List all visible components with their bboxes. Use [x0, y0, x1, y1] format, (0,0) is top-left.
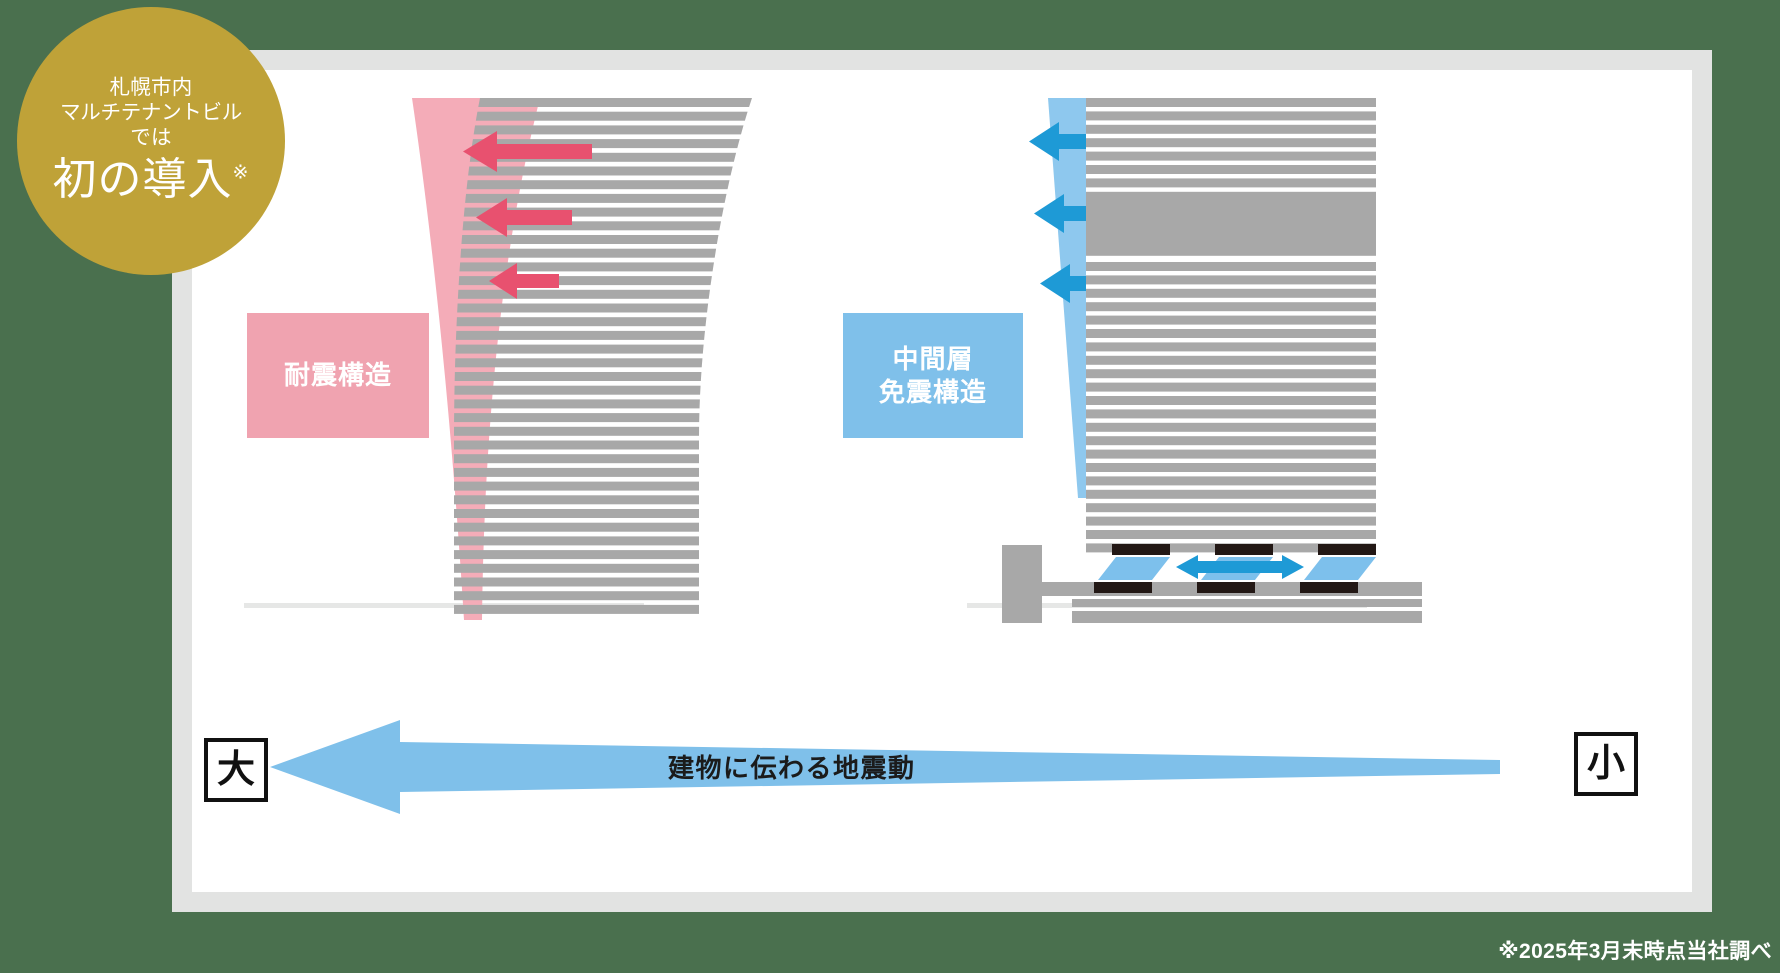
badge-line-3: では — [130, 126, 172, 150]
sway-arrow-blue-1 — [1029, 122, 1086, 161]
badge-line-4-text: 初の導入 — [52, 155, 233, 205]
label-mid-story-isolation: 中間層 免震構造 — [843, 313, 1023, 438]
badge-line-2: マルチテナントビル — [60, 101, 242, 125]
isolator-bearing-1 — [1094, 544, 1170, 593]
floor-slab-group-right — [1086, 98, 1376, 553]
label-seismic-resistant-text: 耐震構造 — [283, 360, 392, 391]
badge-asterisk-mark: ※ — [232, 162, 250, 184]
badge-line-1: 札幌市内 — [109, 76, 193, 100]
sway-arrow-pink-3 — [489, 263, 559, 299]
badge-line-4: 初の導入※ — [53, 153, 250, 207]
label-mid-story-isolation-line2: 免震構造 — [878, 376, 987, 407]
marker-large: 大 — [204, 738, 268, 802]
diagram-stage: 耐震構造 中間層 免震構造 建物に伝わる地震動 大 小 — [192, 70, 1692, 892]
sway-arrow-blue-3 — [1040, 264, 1086, 303]
sway-arrow-pink-1 — [463, 131, 592, 172]
isolator-bearing-3 — [1300, 544, 1376, 593]
seismic-motion-caption: 建物に伝わる地震動 — [668, 753, 916, 783]
seismic-resistant-building — [412, 98, 752, 620]
floor-slab-group-left — [454, 98, 752, 614]
outer-frame: 耐震構造 中間層 免震構造 建物に伝わる地震動 大 小 — [172, 50, 1712, 912]
seismic-motion-arrow — [270, 720, 1500, 814]
label-seismic-resistant: 耐震構造 — [247, 313, 429, 438]
mid-story-isolation-building — [1029, 98, 1376, 553]
sway-arrow-pink-2 — [476, 198, 572, 237]
seismic-isolation-layer — [1002, 544, 1422, 623]
mechanical-floor-band — [1086, 191, 1376, 256]
label-mid-story-isolation-line1: 中間層 — [892, 344, 974, 374]
isolation-displacement-arrow — [1176, 555, 1304, 579]
marker-small: 小 — [1574, 732, 1638, 796]
sway-arrow-blue-2 — [1034, 194, 1086, 233]
ground-line-left — [244, 603, 644, 608]
first-adoption-badge: 札幌市内 マルチテナントビル では 初の導入※ — [17, 7, 285, 275]
footnote-text: ※2025年3月末時点当社調べ — [1498, 940, 1772, 963]
white-panel: 耐震構造 中間層 免震構造 建物に伝わる地震動 大 小 — [192, 70, 1692, 892]
